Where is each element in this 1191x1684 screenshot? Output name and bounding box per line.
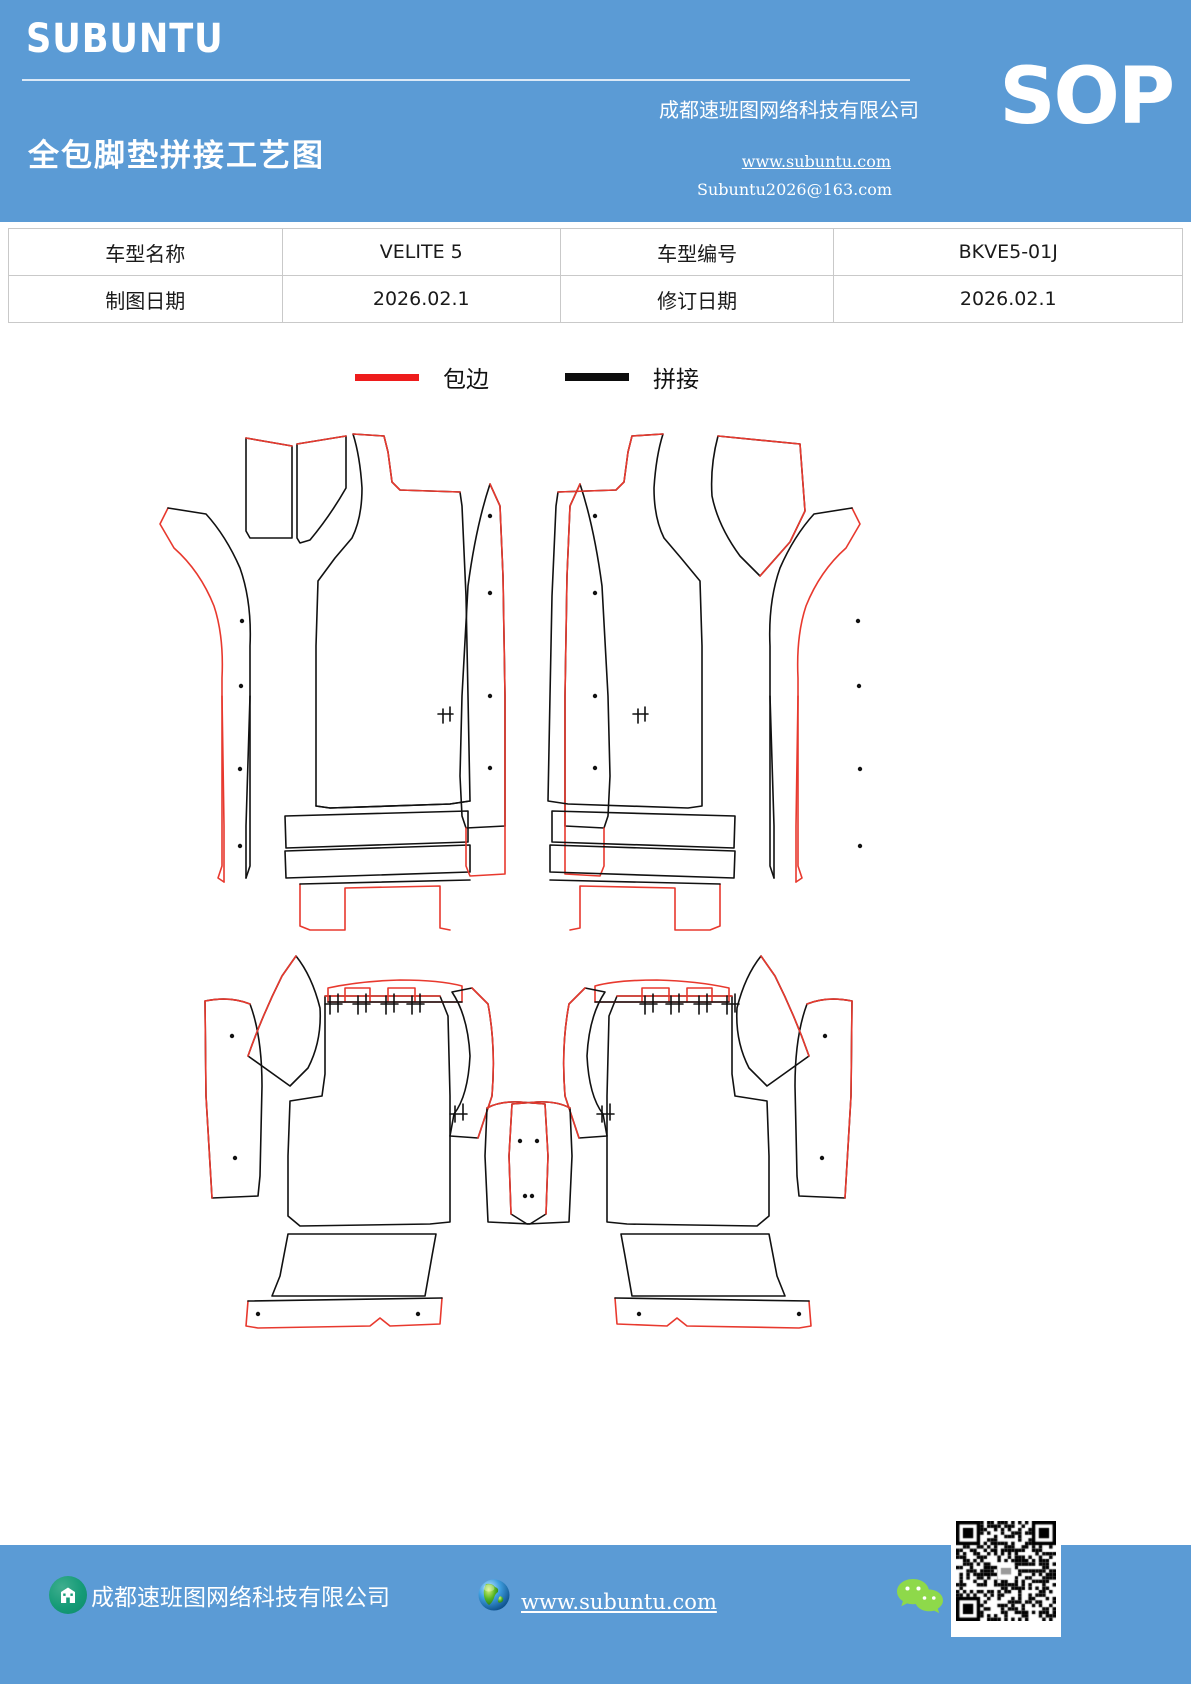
legend-item-splice: 拼接 xyxy=(565,360,699,394)
cell-model-code-label: 车型编号 xyxy=(559,228,835,276)
legend-swatch-red-icon xyxy=(355,373,419,381)
footer-company: 成都速班图网络科技有限公司 xyxy=(49,1576,390,1614)
header-website-link[interactable]: www.subuntu.com xyxy=(741,152,891,171)
document-title: 全包脚垫拼接工艺图 xyxy=(28,138,325,174)
rear-right-assembly xyxy=(508,955,853,1329)
footer-company-name: 成都速班图网络科技有限公司 xyxy=(91,1585,390,1611)
table-row: 车型名称 VELITE 5 车型编号 BKVE5-01J xyxy=(8,228,1183,276)
legend-item-binding: 包边 xyxy=(355,360,489,394)
cell-model-code-value: BKVE5-01J xyxy=(833,228,1183,276)
building-icon xyxy=(49,1576,87,1614)
legend-swatch-black-icon xyxy=(565,373,629,381)
footer-website[interactable]: www.subuntu.com xyxy=(473,1574,717,1616)
cell-revision-date-value: 2026.02.1 xyxy=(833,275,1183,323)
sop-badge: SOP xyxy=(999,52,1175,142)
cell-model-name-label: 车型名称 xyxy=(8,228,283,276)
header-email[interactable]: Subuntu2026@163.com xyxy=(697,180,892,199)
footer-website-url[interactable]: www.subuntu.com xyxy=(521,1590,717,1614)
legend-label-binding: 包边 xyxy=(443,367,489,393)
cell-draw-date-value: 2026.02.1 xyxy=(281,275,561,323)
legend: 包边 拼接 xyxy=(0,360,1191,396)
header-divider xyxy=(22,79,910,81)
legend-label-splice: 拼接 xyxy=(653,367,699,393)
globe-icon xyxy=(473,1574,515,1616)
vehicle-info-table: 车型名称 VELITE 5 车型编号 BKVE5-01J 制图日期 2026.0… xyxy=(8,228,1183,323)
front-right-assembly xyxy=(547,433,863,931)
pattern-drawing-area xyxy=(0,396,1191,1546)
qr-code xyxy=(951,1505,1061,1637)
page-header: SUBUNTU 全包脚垫拼接工艺图 成都速班图网络科技有限公司 www.subu… xyxy=(0,0,1191,222)
table-row: 制图日期 2026.02.1 修订日期 2026.02.1 xyxy=(8,275,1183,323)
wechat-icon xyxy=(895,1575,947,1619)
header-company-name: 成都速班图网络科技有限公司 xyxy=(659,98,919,122)
cell-revision-date-label: 修订日期 xyxy=(559,275,835,323)
cell-draw-date-label: 制图日期 xyxy=(8,275,283,323)
rear-left-assembly xyxy=(204,955,549,1329)
brand-logo: SUBUNTU xyxy=(26,16,224,62)
cell-model-name-value: VELITE 5 xyxy=(281,228,561,276)
front-left-assembly xyxy=(159,433,506,931)
